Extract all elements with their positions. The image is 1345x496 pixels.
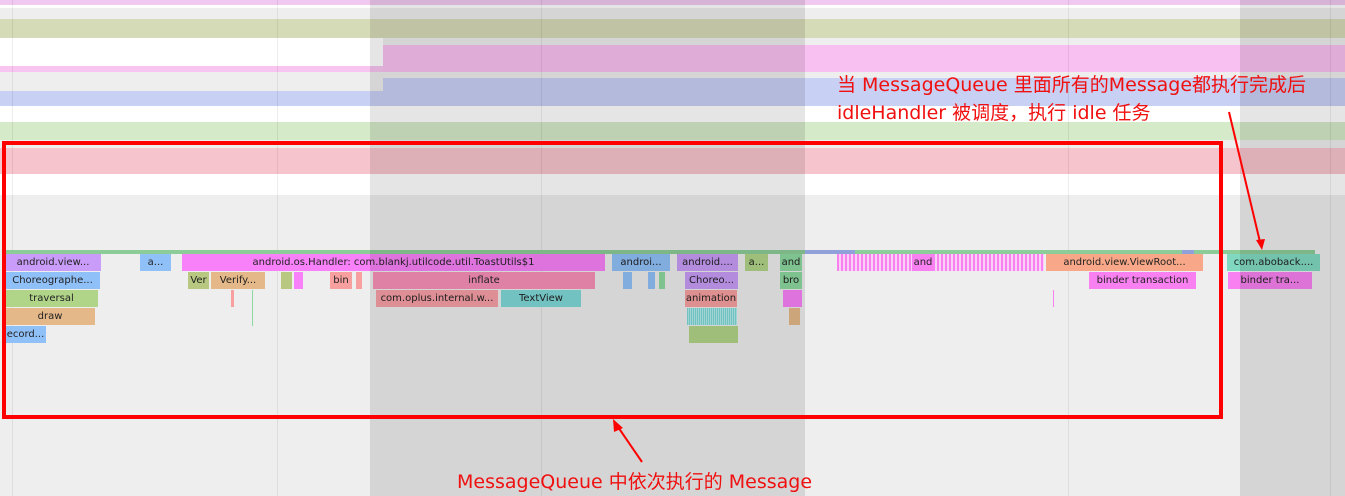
- slice-small: [783, 290, 802, 307]
- slice-binder-transaction[interactable]: binder transaction: [1089, 272, 1196, 289]
- slice-handler-toast[interactable]: android.os.Handler: com.blankj.utilcode.…: [182, 254, 605, 271]
- slice-verify[interactable]: Verify...: [211, 272, 265, 289]
- track-band: [383, 45, 1345, 72]
- thread-state-strip: [1182, 250, 1194, 254]
- slice-small: [281, 272, 292, 289]
- slice-choreographer[interactable]: Choreographe...: [5, 272, 100, 289]
- track-band: [0, 0, 1345, 5]
- track-band: [0, 5, 1345, 8]
- slice-small: [356, 272, 362, 289]
- slice-bin[interactable]: bin: [330, 272, 352, 289]
- slice-traversal[interactable]: traversal: [5, 290, 98, 307]
- track-band: [0, 148, 1345, 174]
- slice-bro[interactable]: bro: [780, 272, 802, 289]
- slice-a[interactable]: a...: [745, 254, 768, 271]
- slice-viewroot[interactable]: android.view.ViewRoot...: [1046, 254, 1203, 271]
- slice-small: [252, 290, 253, 326]
- message-queue-note: MessageQueue 中依次执行的 Message: [457, 471, 813, 493]
- slice-a[interactable]: a...: [140, 254, 171, 271]
- slice-aboback[interactable]: com.aboback....: [1227, 254, 1320, 271]
- idle-handler-note-line1: 当 MessageQueue 里面所有的Message都执行完成后: [837, 74, 1307, 96]
- slice-android-view[interactable]: android.view...: [5, 254, 101, 271]
- slice-small: [623, 272, 632, 289]
- slice-stripes: [687, 308, 737, 325]
- track-band: [0, 38, 383, 66]
- track-band: [0, 106, 1345, 122]
- slice-small: [648, 272, 655, 289]
- grid-line: [541, 0, 542, 496]
- track-band: [0, 122, 1345, 140]
- grid-line: [1068, 0, 1069, 496]
- track-band: [0, 66, 383, 72]
- slice-animation[interactable]: animation: [685, 290, 737, 307]
- slice-record[interactable]: ecord...: [5, 326, 46, 343]
- slice-android[interactable]: android....: [677, 254, 738, 271]
- slice-small: [1053, 290, 1054, 307]
- slice-draw[interactable]: draw: [5, 308, 95, 325]
- track-band: [0, 19, 1345, 38]
- slice-and[interactable]: and: [780, 254, 802, 271]
- slice-binder-transaction[interactable]: binder tra...: [1228, 272, 1312, 289]
- selected-region: [1240, 0, 1345, 496]
- idle-handler-note-line2: idleHandler 被调度，执行 idle 任务: [837, 102, 1151, 124]
- slice-small: [294, 272, 303, 289]
- track-band: [383, 78, 1345, 106]
- arrow-icon: [613, 111, 1265, 463]
- slice-inflate[interactable]: inflate: [373, 272, 595, 289]
- message-queue-highlight-box: [2, 141, 1223, 419]
- slice-small: [231, 290, 234, 307]
- grid-line: [277, 0, 278, 496]
- slice-textview[interactable]: TextView: [501, 290, 581, 307]
- slice-ver[interactable]: Ver: [188, 272, 209, 289]
- slice-oplus[interactable]: com.oplus.internal.w...: [376, 290, 498, 307]
- grid-line: [1330, 0, 1331, 496]
- grid-line: [12, 0, 13, 496]
- track-band: [0, 91, 383, 106]
- slice-small: [659, 272, 665, 289]
- selected-region: [370, 0, 805, 496]
- slice-stripes: [837, 254, 1044, 271]
- thread-state-strip: [805, 250, 855, 254]
- thread-state-strip: [5, 250, 1315, 254]
- slice-choreo[interactable]: Choreo...: [685, 272, 738, 289]
- track-band: [0, 174, 1345, 195]
- slice-androi[interactable]: androi...: [612, 254, 670, 271]
- slice-small: [689, 326, 738, 343]
- slice-and[interactable]: and: [912, 254, 934, 271]
- slice-small: [789, 308, 800, 325]
